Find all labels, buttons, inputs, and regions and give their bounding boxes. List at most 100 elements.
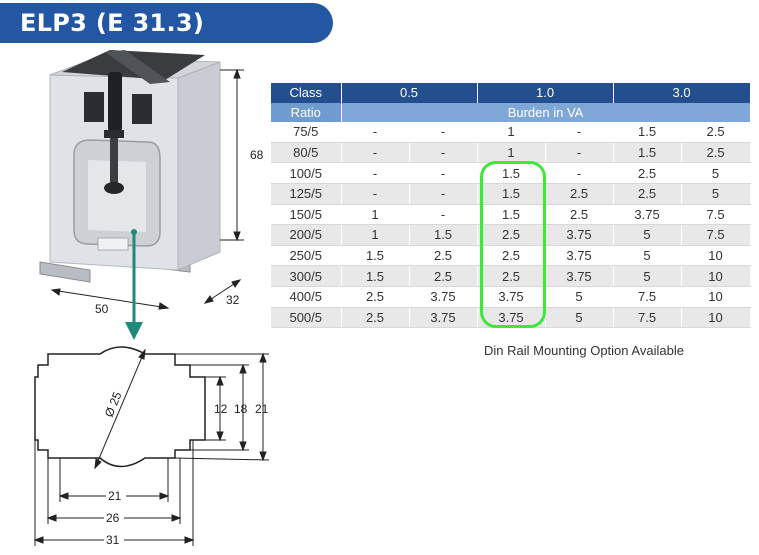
burden-cell: 2.5 <box>613 183 682 205</box>
burden-cell: - <box>409 204 478 226</box>
burden-cell: 7.5 <box>681 204 751 226</box>
din-rail-note: Din Rail Mounting Option Available <box>484 343 684 358</box>
burden-cell: - <box>341 162 410 184</box>
burden-cell: 2.5 <box>409 245 478 267</box>
burden-table: Class 0.5 1.0 3.0 Ratio Burden in VA 75/… <box>271 83 751 329</box>
dim-depth-label: 32 <box>226 293 240 307</box>
burden-cell: 1 <box>341 204 410 226</box>
burden-cell: 10 <box>681 265 751 287</box>
class-1-0-header: 1.0 <box>477 83 614 103</box>
product-image: 68 50 32 <box>39 50 264 340</box>
ratio-cell: 500/5 <box>271 307 342 329</box>
burden-cell: 3.75 <box>409 307 478 329</box>
ratio-cell: 125/5 <box>271 183 342 205</box>
burden-cell: 1.5 <box>477 183 546 205</box>
burden-cell: 5 <box>613 265 682 287</box>
ratio-header: Ratio <box>271 102 342 123</box>
burden-cell: 3.75 <box>545 224 614 246</box>
burden-cell: - <box>409 183 478 205</box>
burden-cell: 1 <box>341 224 410 246</box>
burden-cell: 2.5 <box>681 142 751 164</box>
burden-cell: 7.5 <box>613 307 682 329</box>
dim-31-label: 31 <box>106 533 120 547</box>
burden-cell: 2.5 <box>477 245 546 267</box>
burden-cell: - <box>409 122 478 143</box>
class-header: Class <box>271 83 342 103</box>
burden-cell: 3.75 <box>409 286 478 308</box>
burden-cell: 10 <box>681 245 751 267</box>
burden-cell: 5 <box>681 162 751 184</box>
dim-height-label: 68 <box>250 148 264 162</box>
class-1-0-highlight <box>480 161 546 328</box>
burden-cell: 3.75 <box>545 265 614 287</box>
burden-cell: 7.5 <box>613 286 682 308</box>
burden-cell: 3.75 <box>545 245 614 267</box>
burden-cell: 1.5 <box>341 245 410 267</box>
ratio-cell: 250/5 <box>271 245 342 267</box>
ratio-cell: 75/5 <box>271 122 342 143</box>
ratio-cell: 400/5 <box>271 286 342 308</box>
burden-cell: 2.5 <box>545 183 614 205</box>
burden-cell: 5 <box>613 245 682 267</box>
page-title: ELP3 (E 31.3) <box>20 9 205 37</box>
burden-cell: 10 <box>681 307 751 329</box>
burden-cell: 5 <box>613 224 682 246</box>
dim-26-label: 26 <box>106 511 120 525</box>
burden-cell: - <box>341 142 410 164</box>
burden-cell: 5 <box>545 307 614 329</box>
dimension-drawing: Ø 25 12 18 21 21 26 31 <box>33 346 270 547</box>
burden-cell: 7.5 <box>681 224 751 246</box>
burden-cell: 2.5 <box>409 265 478 287</box>
class-3-0-header: 3.0 <box>613 83 751 103</box>
burden-cell: 10 <box>681 286 751 308</box>
burden-cell: 1.5 <box>613 122 682 143</box>
dim-21-vertical-label: 21 <box>255 402 269 416</box>
ratio-cell: 200/5 <box>271 224 342 246</box>
ratio-cell: 80/5 <box>271 142 342 164</box>
burden-cell: 3.75 <box>477 286 546 308</box>
dim-diameter-label: Ø 25 <box>102 389 125 419</box>
dim-width-label: 50 <box>95 302 109 316</box>
burden-header: Burden in VA <box>341 102 751 123</box>
burden-cell: - <box>545 142 614 164</box>
burden-cell: - <box>341 183 410 205</box>
burden-cell: 2.5 <box>477 224 546 246</box>
arrow-down-icon <box>125 322 143 340</box>
burden-cell: 5 <box>545 286 614 308</box>
ratio-cell: 150/5 <box>271 204 342 226</box>
burden-cell: 2.5 <box>545 204 614 226</box>
burden-cell: 2.5 <box>341 307 410 329</box>
table-header-row: Class 0.5 1.0 3.0 <box>271 83 751 103</box>
burden-cell: 1.5 <box>341 265 410 287</box>
burden-cell: - <box>409 162 478 184</box>
burden-cell: - <box>409 142 478 164</box>
burden-cell: - <box>545 122 614 143</box>
burden-cell: 1.5 <box>613 142 682 164</box>
burden-cell: 2.5 <box>341 286 410 308</box>
dim-12-label: 12 <box>214 402 228 416</box>
burden-cell: - <box>545 162 614 184</box>
burden-cell: 2.5 <box>477 265 546 287</box>
burden-cell: 3.75 <box>613 204 682 226</box>
ratio-cell: 100/5 <box>271 162 342 184</box>
table-subheader-row: Ratio Burden in VA <box>271 102 751 123</box>
burden-cell: 5 <box>681 183 751 205</box>
burden-cell: 1 <box>477 122 546 143</box>
burden-cell: 1 <box>477 142 546 164</box>
burden-cell: 2.5 <box>613 162 682 184</box>
ratio-cell: 300/5 <box>271 265 342 287</box>
burden-cell: 2.5 <box>681 122 751 143</box>
dim-21-horizontal-label: 21 <box>108 489 122 503</box>
burden-cell: - <box>341 122 410 143</box>
title-bar: ELP3 (E 31.3) <box>0 3 333 43</box>
